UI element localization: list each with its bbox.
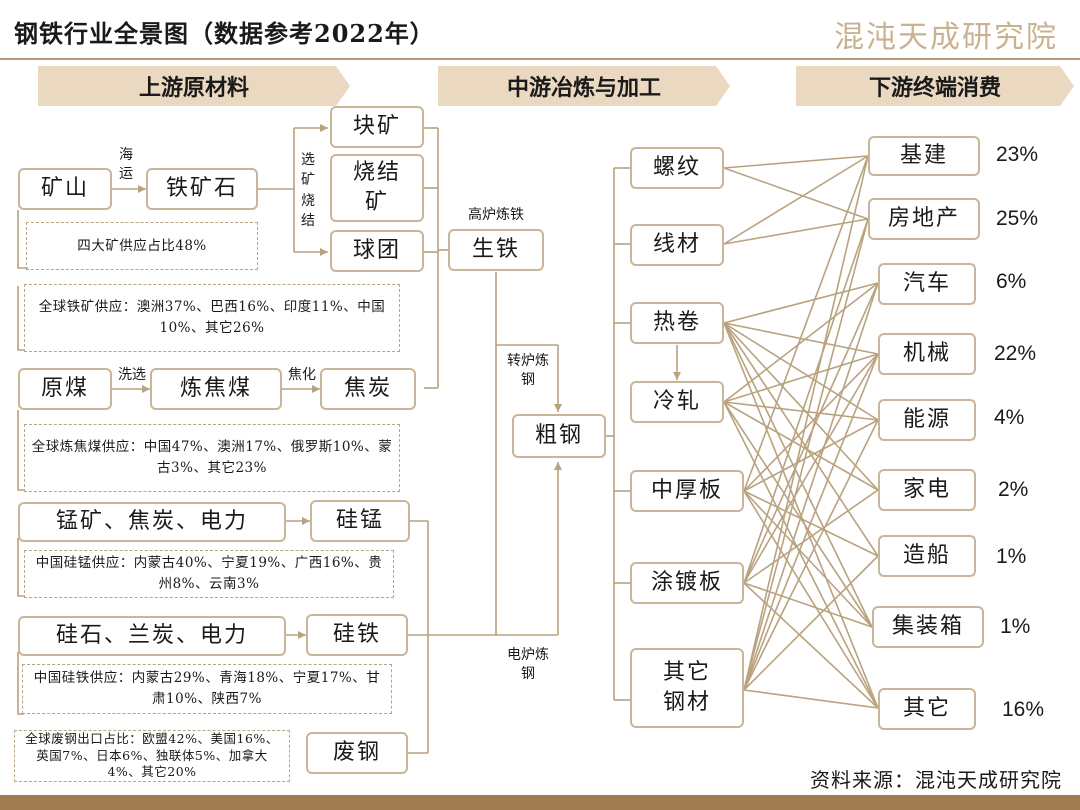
node-raw-coal: 原煤: [18, 368, 112, 410]
node-lump-ore: 块矿: [330, 106, 424, 148]
consumer-infrastructure: 基建: [868, 136, 980, 176]
product-wire-rod: 线材: [630, 224, 724, 266]
label-wash: 洗选: [118, 367, 146, 383]
node-pig-iron: 生铁: [448, 229, 544, 271]
consumer-appliances: 家电: [878, 469, 976, 511]
consumer-auto: 汽车: [878, 263, 976, 305]
brand-logo: 混沌天成研究院: [834, 20, 1058, 55]
node-coking-coal: 炼焦煤: [150, 368, 282, 410]
label-coking: 焦化: [288, 367, 316, 383]
share-energy: 4%: [994, 406, 1025, 429]
node-si-inputs: 硅石、兰炭、电力: [18, 616, 286, 656]
product-cold-rolled: 冷轧: [630, 381, 724, 423]
header-midstream: 中游冶炼与加工: [438, 66, 730, 106]
node-sinter: 烧结矿: [330, 154, 424, 222]
share-machinery: 22%: [994, 342, 1037, 365]
source-note: 资料来源：混沌天成研究院: [810, 768, 1062, 792]
share-container: 1%: [1000, 615, 1031, 638]
share-other: 16%: [1002, 698, 1045, 721]
label-blast-furnace: 高炉炼铁: [468, 207, 524, 223]
node-fesi: 硅铁: [306, 614, 408, 656]
consumer-energy: 能源: [878, 399, 976, 441]
node-pellet: 球团: [330, 230, 424, 272]
header-downstream: 下游终端消费: [796, 66, 1074, 106]
consumer-machinery: 机械: [878, 333, 976, 375]
product-hot-coil: 热卷: [630, 302, 724, 344]
node-mine: 矿山: [18, 168, 112, 210]
consumer-other: 其它: [878, 688, 976, 730]
product-other-steel: 其它钢材: [630, 648, 744, 728]
page-title: 钢铁行业全景图（数据参考2022年）: [14, 19, 435, 48]
note-global-ore: 全球铁矿供应：澳洲37%、巴西16%、印度11%、中国10%、其它26%: [24, 284, 400, 352]
node-simn: 硅锰: [310, 500, 410, 542]
note-global-coal: 全球炼焦煤供应：中国47%、澳洲17%、俄罗斯10%、蒙古3%、其它23%: [24, 424, 400, 492]
consumer-shipbuilding: 造船: [878, 535, 976, 577]
share-shipbuilding: 1%: [996, 545, 1027, 568]
share-real-estate: 25%: [996, 207, 1039, 230]
consumer-container: 集装箱: [872, 606, 984, 648]
product-coated: 涂镀板: [630, 562, 744, 604]
share-infrastructure: 23%: [996, 143, 1039, 166]
share-auto: 6%: [996, 270, 1027, 293]
label-eaf: 电炉炼钢: [507, 647, 549, 682]
share-appliances: 2%: [998, 478, 1029, 501]
node-scrap: 废钢: [306, 732, 408, 774]
node-crude-steel: 粗钢: [512, 414, 606, 458]
consumer-real-estate: 房地产: [868, 198, 980, 240]
node-coke: 焦炭: [320, 368, 416, 410]
header-divider: [0, 58, 1080, 60]
node-mn-inputs: 锰矿、焦炭、电力: [18, 502, 286, 542]
node-iron-ore: 铁矿石: [146, 168, 258, 210]
footer-bar: [0, 795, 1080, 810]
header-upstream: 上游原材料: [38, 66, 350, 106]
label-beneficiation: 选矿烧结: [301, 152, 315, 229]
note-big-four: 四大矿供应占比48%: [26, 222, 258, 270]
product-rebar: 螺纹: [630, 147, 724, 189]
note-scrap-export: 全球废钢出口占比：欧盟42%、美国16%、英国7%、日本6%、独联体5%、加拿大…: [14, 730, 290, 782]
note-simn-supply: 中国硅锰供应：内蒙古40%、宁夏19%、广西16%、贵州8%、云南3%: [24, 550, 394, 598]
label-shipping: 海运: [119, 147, 133, 182]
note-fesi-supply: 中国硅铁供应：内蒙古29%、青海18%、宁夏17%、甘肃10%、陕西7%: [22, 664, 392, 714]
label-converter: 转炉炼钢: [507, 353, 549, 388]
product-plate: 中厚板: [630, 470, 744, 512]
